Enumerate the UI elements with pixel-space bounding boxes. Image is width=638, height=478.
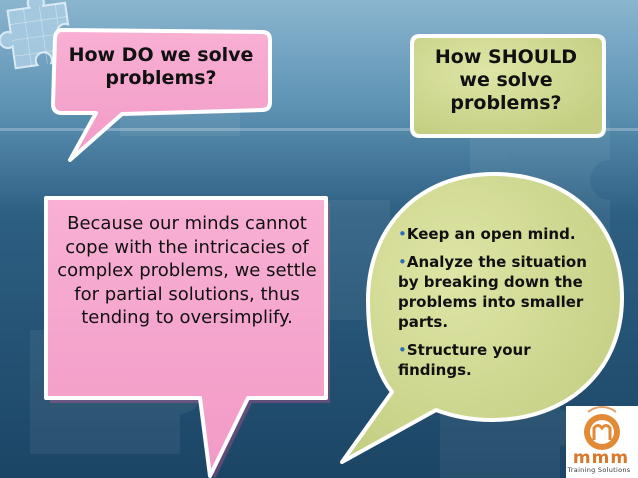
list-item: •Analyze the situation by breaking down … (398, 252, 604, 332)
list-item: •Structure your findings. (398, 340, 604, 380)
bullet-marker: • (398, 225, 407, 243)
question-left-text: How DO we solve problems? (68, 44, 254, 89)
mmm-logo-icon (566, 405, 638, 478)
logo-letters: mmm (572, 448, 630, 468)
bullet-marker: • (398, 341, 407, 359)
question-bubble-left (51, 28, 272, 162)
bullet-marker: • (398, 253, 407, 271)
bullet-text: Analyze the situation by breaking down t… (398, 253, 587, 331)
answer-bullet-list: •Keep an open mind. •Analyze the situati… (398, 224, 604, 388)
bullet-text: Keep an open mind. (406, 225, 576, 243)
answer-bubble-left (44, 196, 330, 478)
question-right-text: How SHOULD we solve problems? (434, 46, 578, 114)
list-item: •Keep an open mind. (398, 224, 604, 244)
answer-bubble-right (340, 172, 624, 464)
answer-left-text: Because our minds cannot cope with the i… (57, 213, 317, 328)
question-bubble-right (410, 34, 606, 138)
logo-tagline: Training Solutions (567, 466, 631, 474)
bullet-text: Structure your findings. (398, 341, 531, 379)
